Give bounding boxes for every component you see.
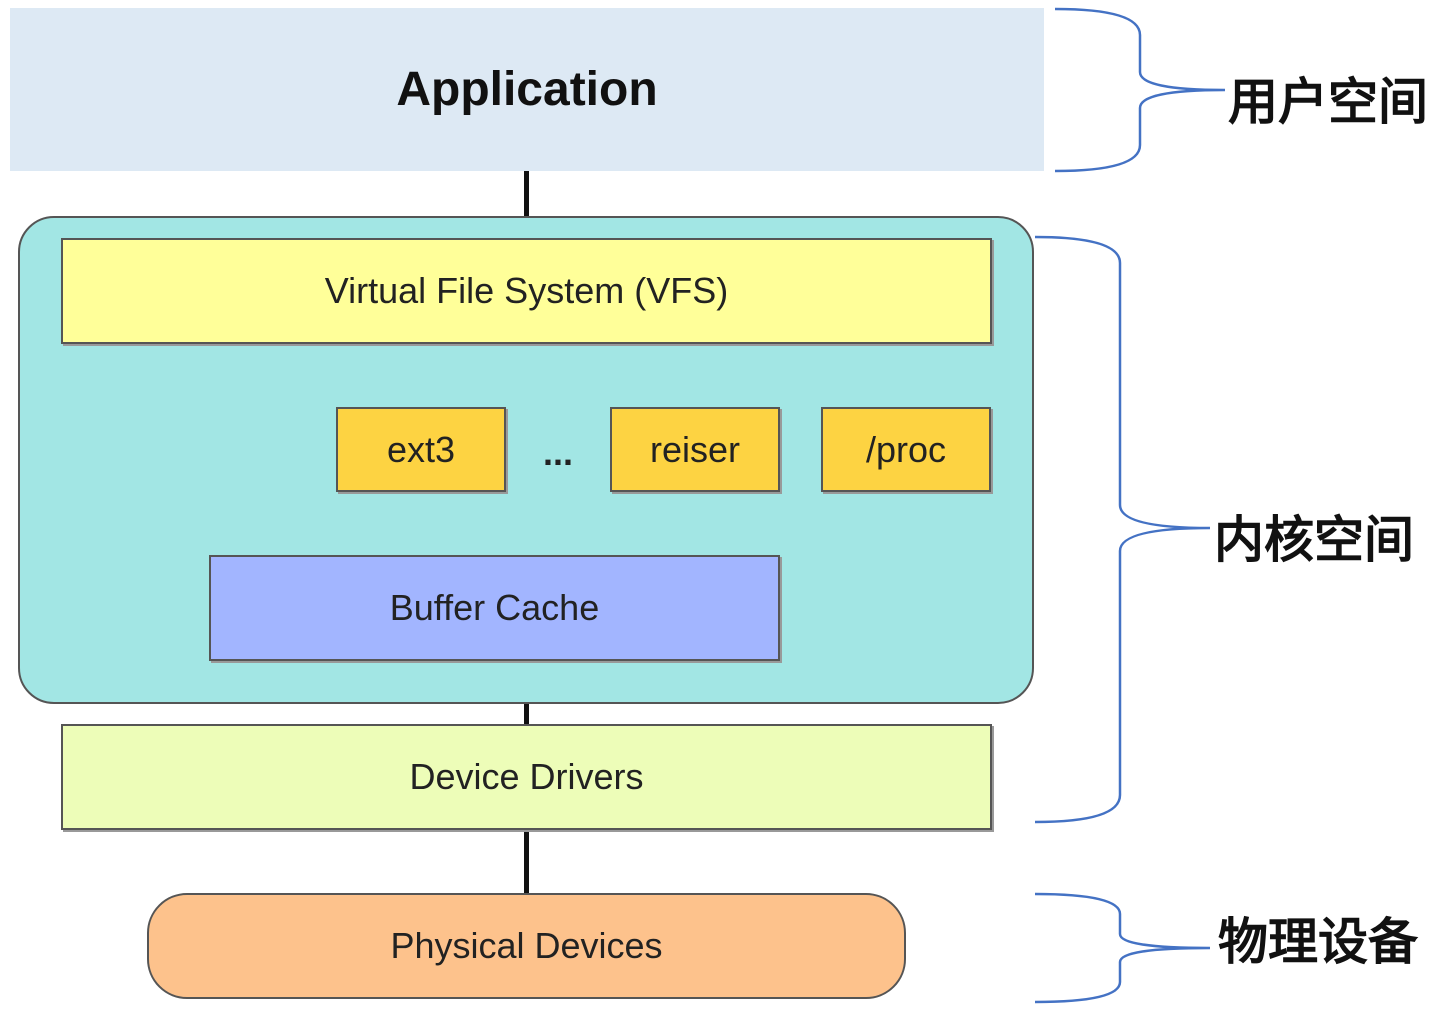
brace-kernel-space xyxy=(1034,235,1211,824)
vfs-label: Virtual File System (VFS) xyxy=(324,270,729,311)
buffer-cache-box: Buffer Cache xyxy=(209,555,780,661)
brace-user-space xyxy=(1054,7,1226,173)
vfs-box: Virtual File System (VFS) xyxy=(61,238,992,344)
physical-devices-box: Physical Devices xyxy=(147,893,906,999)
connector-app-vfs xyxy=(524,171,529,239)
application-label: Application xyxy=(396,63,658,116)
buffer-cache-label: Buffer Cache xyxy=(389,587,600,628)
filesystem-ellipsis: ... xyxy=(542,432,573,473)
brace-label-kernel-space: 内核空间 xyxy=(1214,510,1414,569)
physical-devices-label: Physical Devices xyxy=(390,925,663,966)
filesystem-ext3-label: ext3 xyxy=(386,428,456,470)
connector-drivers-physical xyxy=(524,830,529,894)
filesystem-reiser-box: reiser xyxy=(610,407,780,492)
brace-label-physical-devices: 物理设备 xyxy=(1218,912,1418,971)
device-drivers-label: Device Drivers xyxy=(409,756,644,797)
brace-label-user-space: 用户空间 xyxy=(1228,72,1428,131)
application-box: Application xyxy=(10,8,1044,171)
brace-physical-devices xyxy=(1034,892,1211,1004)
filesystem-proc-box: /proc xyxy=(821,407,991,492)
filesystem-proc-label: /proc xyxy=(865,428,947,470)
filesystem-ext3-box: ext3 xyxy=(336,407,506,492)
device-drivers-box: Device Drivers xyxy=(61,724,992,830)
filesystem-reiser-label: reiser xyxy=(649,428,741,470)
